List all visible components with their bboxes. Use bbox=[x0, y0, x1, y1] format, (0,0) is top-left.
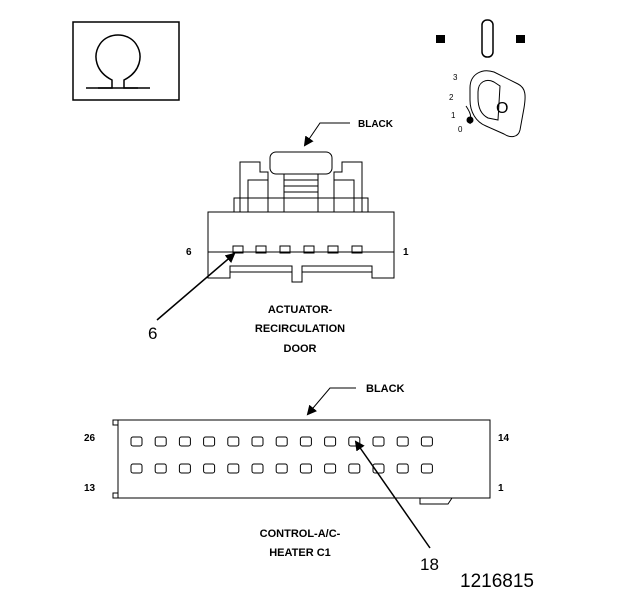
connector2-pin-cavity bbox=[348, 463, 361, 474]
ignition-position-2: 2 bbox=[449, 93, 454, 102]
ignition-position-0: 0 bbox=[458, 125, 463, 134]
connector2-pin-cavity bbox=[420, 463, 433, 474]
connector2-pin-cavity bbox=[299, 463, 312, 474]
connector2-callout: 18 bbox=[420, 555, 439, 574]
connector2-name-line2: HEATER C1 bbox=[269, 547, 331, 559]
connector2-pin-cavity bbox=[396, 436, 409, 447]
ignition-position-3: 3 bbox=[453, 73, 458, 82]
connector-control-ac-heater-c1: BLACK 26 14 13 1 18 CONTROL-A/C- HEATER … bbox=[84, 383, 510, 574]
connector2-pin-cavity bbox=[154, 436, 167, 447]
connector2-pin-cavity bbox=[275, 436, 288, 447]
connector2-pin-cavity bbox=[203, 463, 216, 474]
connector2-pin-cavity bbox=[203, 436, 216, 447]
connector2-pin-cavity bbox=[227, 463, 240, 474]
ohm-symbol-icon bbox=[72, 21, 180, 101]
connector2-pin-grid bbox=[130, 436, 433, 474]
connector1-pin-right: 1 bbox=[403, 247, 409, 258]
ignition-key-icon: 3 2 1 0 O bbox=[436, 19, 526, 138]
connector2-pin-cavity bbox=[130, 463, 143, 474]
ignition-position-1: 1 bbox=[451, 111, 456, 120]
connector-actuator-recirculation-door: BLACK 6 1 6 ACTUATOR- RECIRCULATION D bbox=[148, 119, 409, 355]
connector2-name-line1: CONTROL-A/C- bbox=[260, 528, 341, 540]
connector2-pin-bottom-right: 1 bbox=[498, 483, 504, 494]
connector2-pin-cavity bbox=[178, 463, 191, 474]
connector2-pin-cavity bbox=[251, 436, 264, 447]
ignition-key-letter: O bbox=[496, 100, 508, 117]
figure-number: 1216815 bbox=[460, 571, 534, 592]
connector2-color-label: BLACK bbox=[366, 383, 405, 395]
connector2-pin-cavity bbox=[324, 436, 337, 447]
connector2-pin-cavity bbox=[178, 436, 191, 447]
connector2-pin-cavity bbox=[420, 436, 433, 447]
connector2-pin-cavity bbox=[372, 436, 385, 447]
connector1-name-line3: DOOR bbox=[284, 343, 317, 355]
connector2-pin-top-right: 14 bbox=[498, 433, 510, 444]
connector2-pin-top-left: 26 bbox=[84, 433, 96, 444]
connector1-name-line2: RECIRCULATION bbox=[255, 323, 345, 335]
connector1-name-line1: ACTUATOR- bbox=[268, 304, 333, 316]
connector2-pin-cavity bbox=[396, 463, 409, 474]
connector2-pin-cavity bbox=[275, 463, 288, 474]
connector2-pin-cavity bbox=[130, 436, 143, 447]
connector1-color-label: BLACK bbox=[358, 119, 394, 130]
connector1-callout: 6 bbox=[148, 324, 157, 343]
connector2-pin-cavity bbox=[227, 436, 240, 447]
connector2-pin-bottom-left: 13 bbox=[84, 483, 96, 494]
connector2-pin-cavity bbox=[154, 463, 167, 474]
connector2-pin-cavity bbox=[251, 463, 264, 474]
connector2-pin-cavity bbox=[324, 463, 337, 474]
connector2-pin-cavity bbox=[299, 436, 312, 447]
connector1-pin-left: 6 bbox=[186, 247, 192, 258]
